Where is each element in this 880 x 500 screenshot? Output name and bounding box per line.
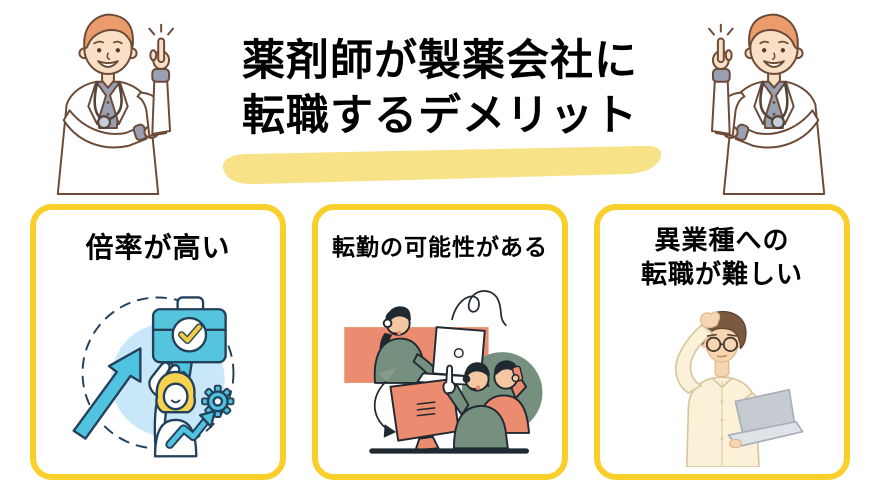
card-title-high-competition: 倍率が高い: [85, 232, 231, 263]
title-highlight-swoosh: [222, 145, 662, 185]
confused-man-with-laptop-illustration: [674, 310, 804, 467]
pharmacist-illustration-left: [56, 13, 175, 196]
page-title: 薬剤師が製薬会社に 転職するデメリット: [242, 37, 638, 141]
card-title-relocation: 転勤の可能性がある: [332, 234, 548, 260]
card1-illustration-wrap: [36, 266, 280, 474]
header: 薬剤師が製薬会社に 転職するデメリット: [0, 0, 880, 205]
card-hard-industry-change: 異業種への 転職が難しい: [594, 204, 850, 480]
pharmacist-illustration-right: [707, 13, 826, 196]
cards-row: 倍率が高い: [30, 204, 850, 480]
card-title-industry-change: 異業種への 転職が難しい: [640, 225, 803, 289]
card-relocation-possibility: 転勤の可能性がある: [312, 204, 568, 480]
title-block: 薬剤師が製薬会社に 転職するデメリット: [185, 0, 695, 205]
online-team-meeting-illustration: [344, 290, 543, 455]
card3-illustration-wrap: [600, 292, 844, 474]
rising-arrow-briefcase-check-illustration: [72, 296, 235, 458]
card-high-competition: 倍率が高い: [30, 204, 286, 480]
card2-illustration-wrap: [318, 263, 562, 474]
